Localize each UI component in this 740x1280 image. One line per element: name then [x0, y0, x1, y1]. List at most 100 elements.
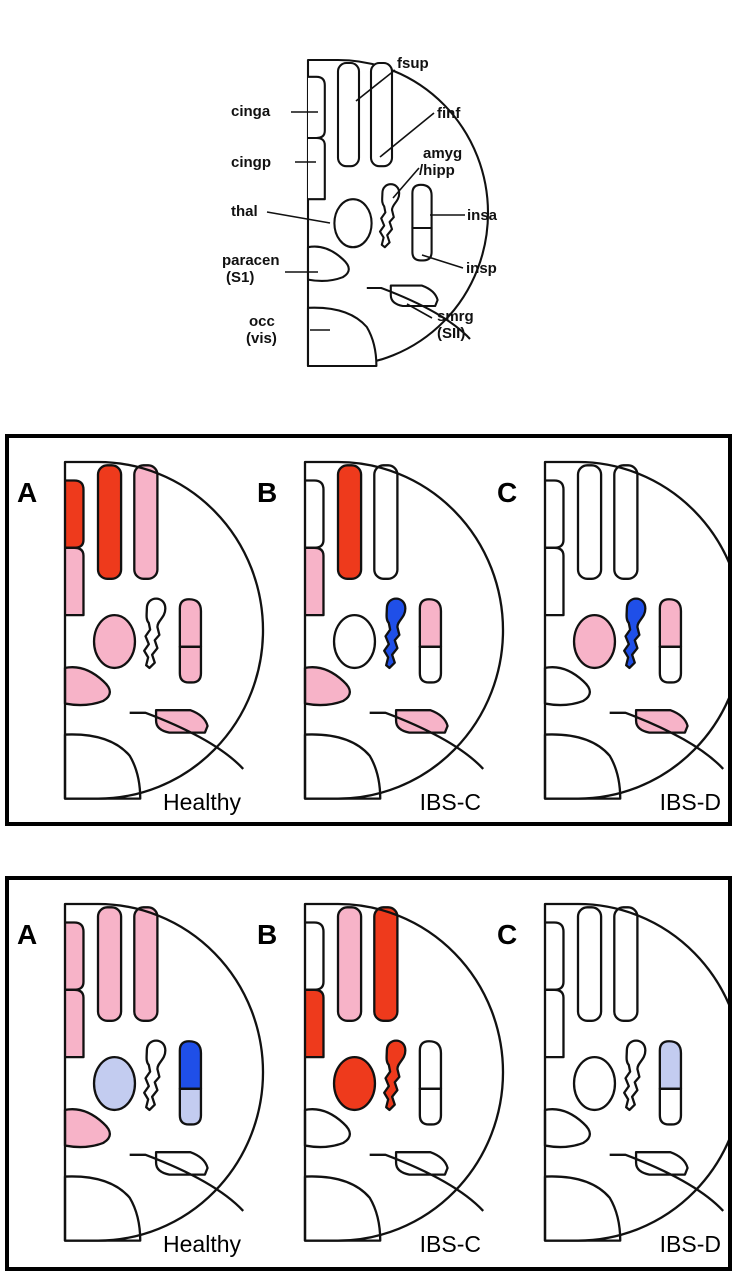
region-lower-divider — [369, 1153, 485, 1212]
diagram-b — [303, 460, 505, 800]
region-smrg — [394, 1151, 449, 1176]
region-cingp — [545, 988, 565, 1059]
label-s1: (S1) — [226, 269, 254, 286]
region-lower-divider — [369, 711, 485, 770]
diagram-a — [63, 460, 265, 800]
label-hipp: /hipp — [419, 162, 455, 179]
panel-letter: B — [257, 477, 277, 508]
region-finf — [369, 61, 394, 168]
region-finf — [373, 464, 399, 580]
region-finf — [613, 464, 639, 580]
region-paracen — [303, 666, 352, 707]
region-occ — [306, 306, 378, 368]
region-lower-divider — [609, 1153, 725, 1212]
region-paracen — [303, 1108, 352, 1149]
region-paracen — [63, 666, 112, 707]
label-insa: insa — [467, 207, 498, 224]
region-thal — [572, 613, 617, 670]
region-lower-divider — [129, 711, 245, 770]
label-amyg: amyg — [423, 145, 462, 162]
region-occ — [63, 1175, 142, 1242]
region-occ — [303, 1175, 382, 1242]
label-cinga: cinga — [231, 103, 271, 120]
label-cingp: cingp — [231, 154, 271, 171]
diagram-c — [543, 460, 740, 800]
region-lower-divider — [609, 711, 725, 770]
region-amyg — [143, 1039, 167, 1112]
region-amyg-hipp — [378, 183, 401, 249]
region-occ — [63, 733, 142, 800]
label-sii: (SII) — [437, 325, 465, 342]
region-smrg — [389, 284, 439, 308]
region-finf — [133, 906, 159, 1022]
region-fsup — [96, 906, 123, 1022]
region-amyg — [383, 597, 407, 670]
region-fsup — [576, 906, 603, 1022]
region-amyg — [623, 597, 647, 670]
region-insa — [178, 1040, 203, 1090]
region-paracen — [543, 1108, 592, 1149]
region-cinga — [305, 479, 325, 549]
region-insa — [418, 1040, 443, 1090]
diagram-c — [543, 902, 740, 1242]
brain-outline — [63, 902, 265, 1242]
label-paracen: paracen — [222, 252, 280, 269]
region-fsup — [576, 464, 603, 580]
region-cinga — [308, 75, 326, 140]
label-vis: (vis) — [246, 330, 277, 347]
region-paracen — [63, 1108, 112, 1149]
region-cingp — [65, 988, 85, 1059]
region-cingp — [305, 988, 325, 1059]
region-amyg — [143, 597, 167, 670]
panel-letter: A — [17, 919, 37, 950]
region-smrg — [154, 709, 209, 734]
region-fsup — [336, 61, 361, 168]
region-paracen — [306, 245, 350, 282]
region-occ — [543, 1175, 622, 1242]
region-smrg — [634, 709, 689, 734]
region-cingp — [545, 546, 565, 617]
region-finf — [133, 464, 159, 580]
region-occ — [543, 733, 622, 800]
region-cingp — [305, 546, 325, 617]
brain-outline — [63, 460, 265, 800]
key-labels: fsup finf amyg /hipp insa insp smrg (SII… — [222, 55, 498, 347]
region-insp — [178, 645, 203, 684]
brain-outline — [543, 902, 740, 1242]
leader-lines — [266, 69, 465, 331]
label-insp: insp — [466, 260, 497, 277]
region-cinga — [545, 479, 565, 549]
region-cinga — [65, 479, 85, 549]
group-label: Healthy — [163, 789, 241, 815]
brain-outline — [543, 460, 740, 800]
group-label: Healthy — [163, 1231, 241, 1257]
region-paracen — [543, 666, 592, 707]
label-smrg: smrg — [437, 308, 474, 325]
brain-outline — [303, 902, 505, 1242]
region-amyg — [623, 1039, 647, 1112]
label-finf: finf — [437, 105, 461, 122]
region-insa — [418, 598, 443, 648]
label-occ: occ — [249, 313, 275, 330]
region-finf — [613, 906, 639, 1022]
region-insp — [178, 1087, 203, 1126]
brain-outline — [306, 58, 489, 368]
region-amyg — [383, 1039, 407, 1112]
region-thal — [572, 1055, 617, 1112]
diagram-a — [63, 902, 265, 1242]
region-insp — [418, 645, 443, 684]
label-fsup: fsup — [397, 55, 429, 72]
region-insa — [178, 598, 203, 648]
region-fsup — [336, 906, 363, 1022]
brain-outline — [303, 460, 505, 800]
region-cingp — [65, 546, 85, 617]
key-diagram: fsup finf amyg /hipp insa insp smrg (SII… — [222, 55, 498, 368]
region-fsup — [96, 464, 123, 580]
group-label: IBS-D — [660, 1231, 721, 1257]
region-fsup — [336, 464, 363, 580]
region-insp — [658, 645, 683, 684]
